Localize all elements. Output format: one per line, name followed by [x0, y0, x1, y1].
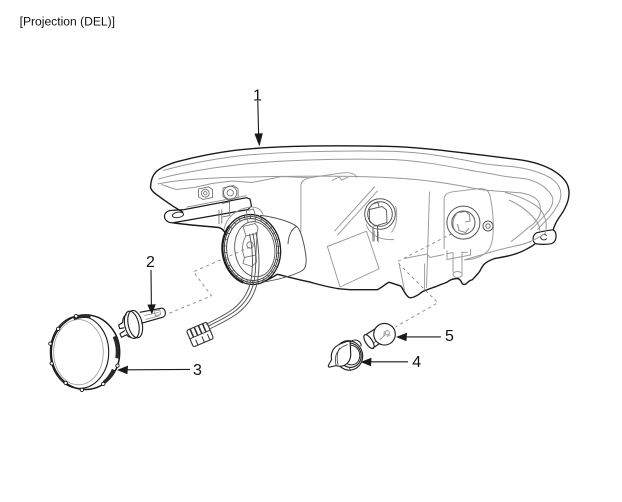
svg-text:5: 5	[445, 328, 454, 345]
svg-text:2: 2	[146, 254, 155, 271]
svg-text:3: 3	[193, 362, 202, 379]
svg-text:[Projection (DEL)]: [Projection (DEL)]	[20, 15, 115, 29]
svg-text:4: 4	[412, 354, 421, 371]
svg-text:1: 1	[253, 88, 262, 105]
